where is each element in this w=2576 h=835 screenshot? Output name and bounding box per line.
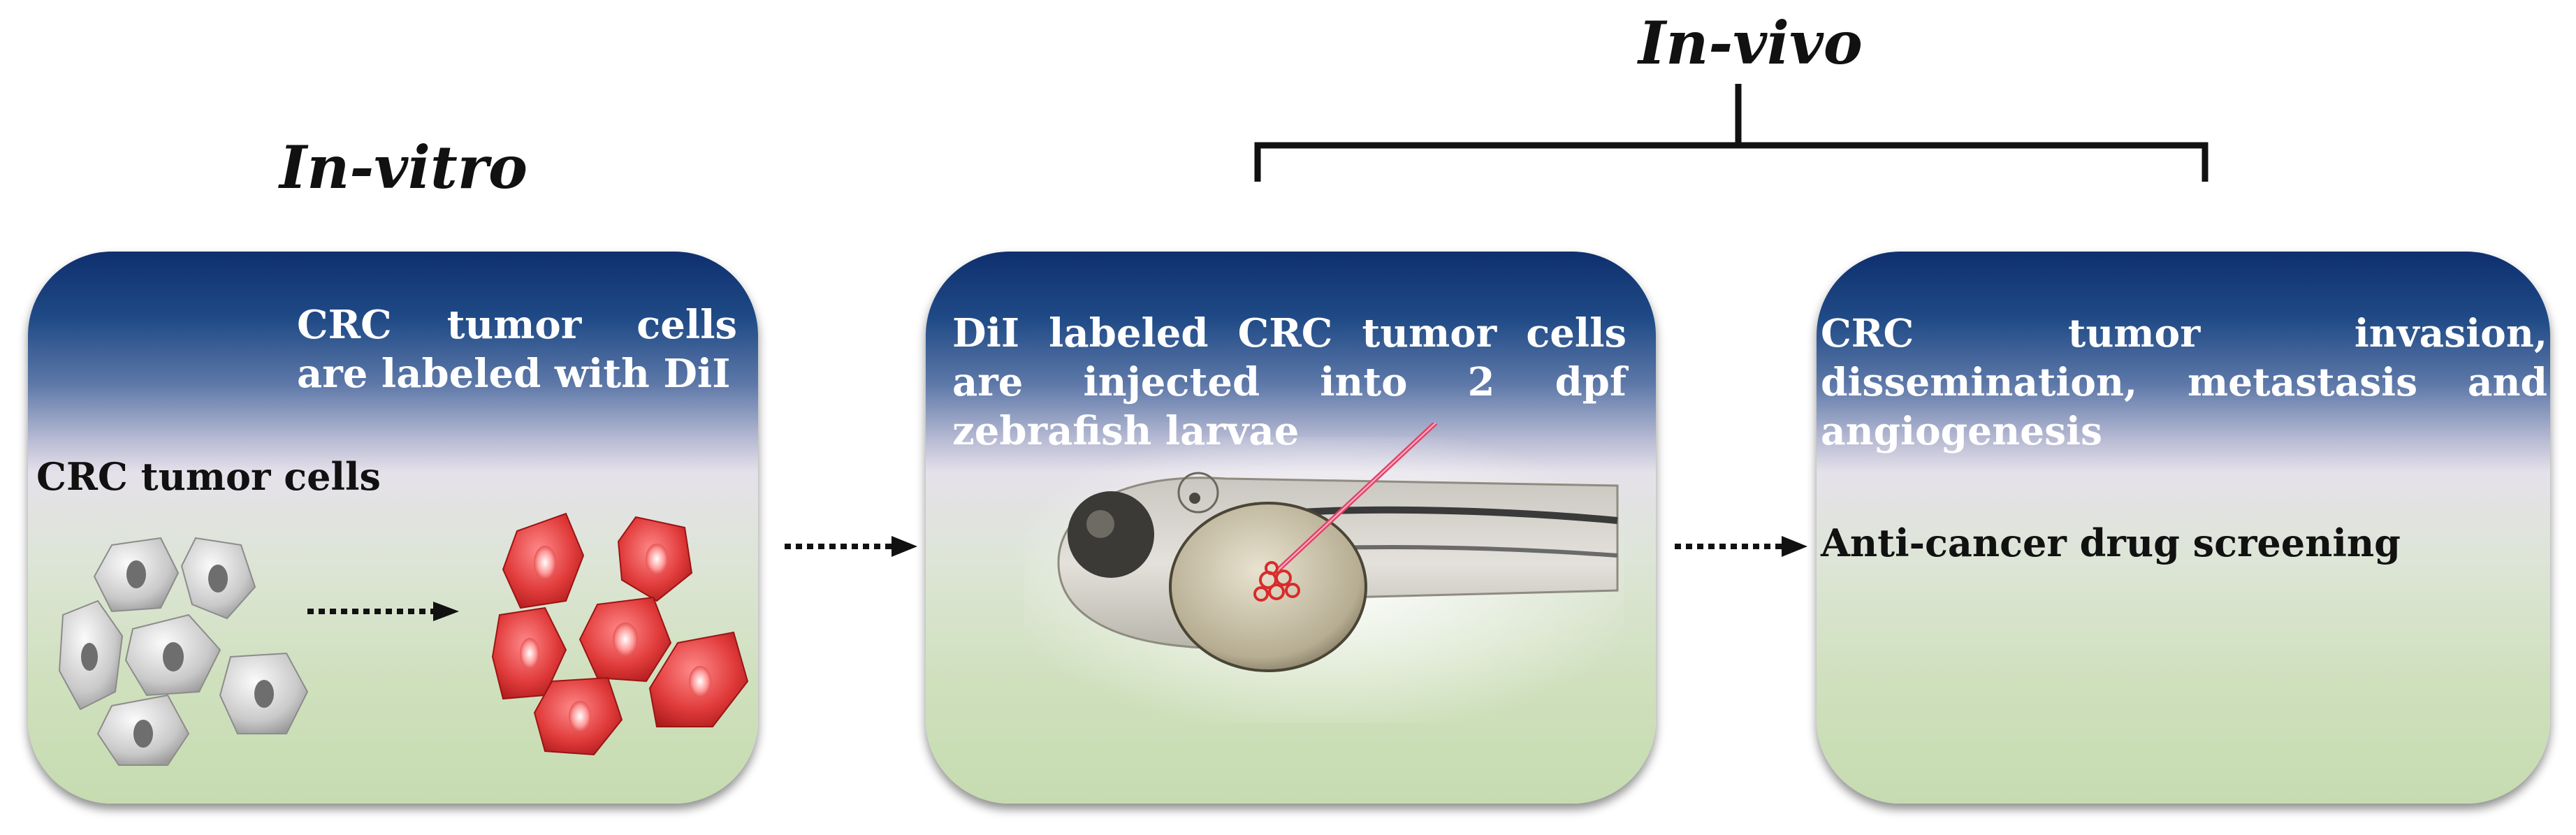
gray-cell (58, 537, 309, 766)
dotted-arrow-labeling (307, 602, 459, 621)
injected-cells-cluster (1253, 561, 1300, 602)
panel-injection: DiI labeled CRC tumor cells are injected… (926, 252, 1656, 804)
panel-in-vitro: CRC tumor cells are labeled with DiI CRC… (28, 252, 758, 804)
panel-readouts: CRC tumor invasion, dissemination, metas… (1817, 252, 2550, 804)
in-vivo-bracket (1254, 84, 2208, 182)
dotted-arrow-readout (1675, 536, 1807, 557)
panel-readouts-text: CRC tumor invasion, dissemination, metas… (1821, 310, 2547, 453)
dii-labeled-cells-illustration (491, 512, 749, 756)
panel-injection-text: DiI labeled CRC tumor cells are injected… (952, 310, 1627, 454)
dotted-arrow-injection (785, 536, 917, 557)
crc-tumor-cells-label: CRC tumor cells (36, 454, 381, 499)
in-vitro-title: In-vitro (279, 133, 528, 202)
panel-in-vitro-text: CRC tumor cells are labeled with DiI (297, 302, 737, 397)
unlabeled-cells-illustration (58, 537, 309, 766)
zebrafish-larva-illustration (1024, 423, 1624, 723)
anti-cancer-drug-screening-label: Anti-cancer drug screening (1821, 521, 2401, 565)
in-vivo-title: In-vivo (1638, 8, 1863, 78)
